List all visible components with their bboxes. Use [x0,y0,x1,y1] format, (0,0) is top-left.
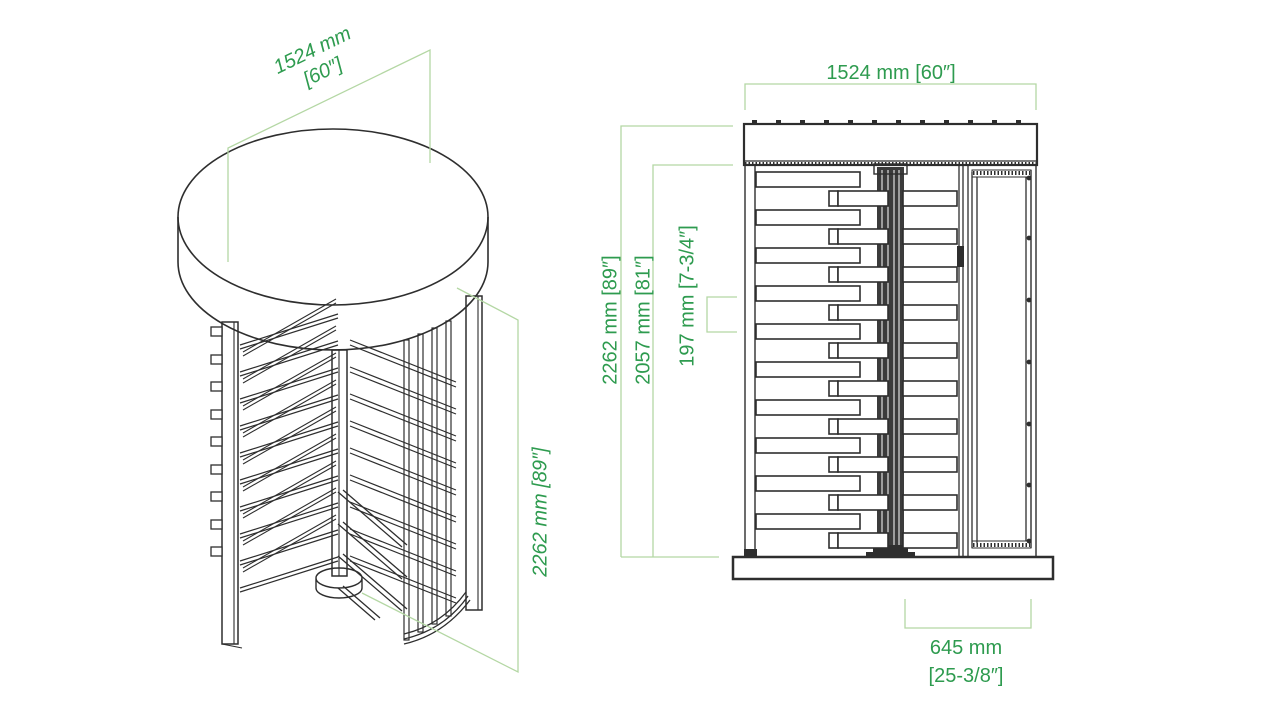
front-arms-right [902,190,958,549]
iso-rotor-arms-left [239,298,339,593]
front-arm-pitch-dimension-label: 197 mm [7-3/4″] [676,225,698,367]
front-header [742,120,1039,167]
front-base-width-dimension-label-line1: 645 mm [930,637,1002,659]
front-inner-height-dimension-label: 2057 mm [81″] [632,255,654,384]
iso-left-post [210,321,243,649]
iso-width-dimension-line [227,48,431,262]
front-divider-post [957,165,969,557]
iso-height-dimension-label: 2262 mm [89″] [529,447,551,578]
door-hinge-dots [1026,175,1032,544]
front-overall-height-dimension-label: 2262 mm [89″] [599,255,621,384]
front-inner-height-dimension-line [652,164,733,557]
front-width-dimension-label: 1524 mm [60″] [826,62,955,84]
front-frame [744,165,1037,557]
front-overall-height-dimension-line [620,125,733,558]
iso-rotor-arms-right [349,339,457,604]
front-base-width-dimension-line [904,599,1032,629]
front-base-plate [731,555,1055,581]
iso-view: 1524 mm [60″] 2262 mm [89″] [177,22,551,674]
front-view: 1524 mm [60″] 2262 mm [89″] 2057 mm [81″… [599,62,1055,687]
front-arm-pitch-dimension-line [706,296,737,333]
iso-height-dimension-line [361,287,519,674]
front-door-panel [971,169,1032,549]
front-width-dimension-line [744,83,1037,110]
front-base-width-dimension-label-line2: [25-3/8″] [929,665,1004,687]
iso-rotor-shaft [315,349,363,599]
iso-rotor-arms-front [337,489,408,621]
iso-canopy [177,128,489,351]
iso-cage [403,295,483,645]
